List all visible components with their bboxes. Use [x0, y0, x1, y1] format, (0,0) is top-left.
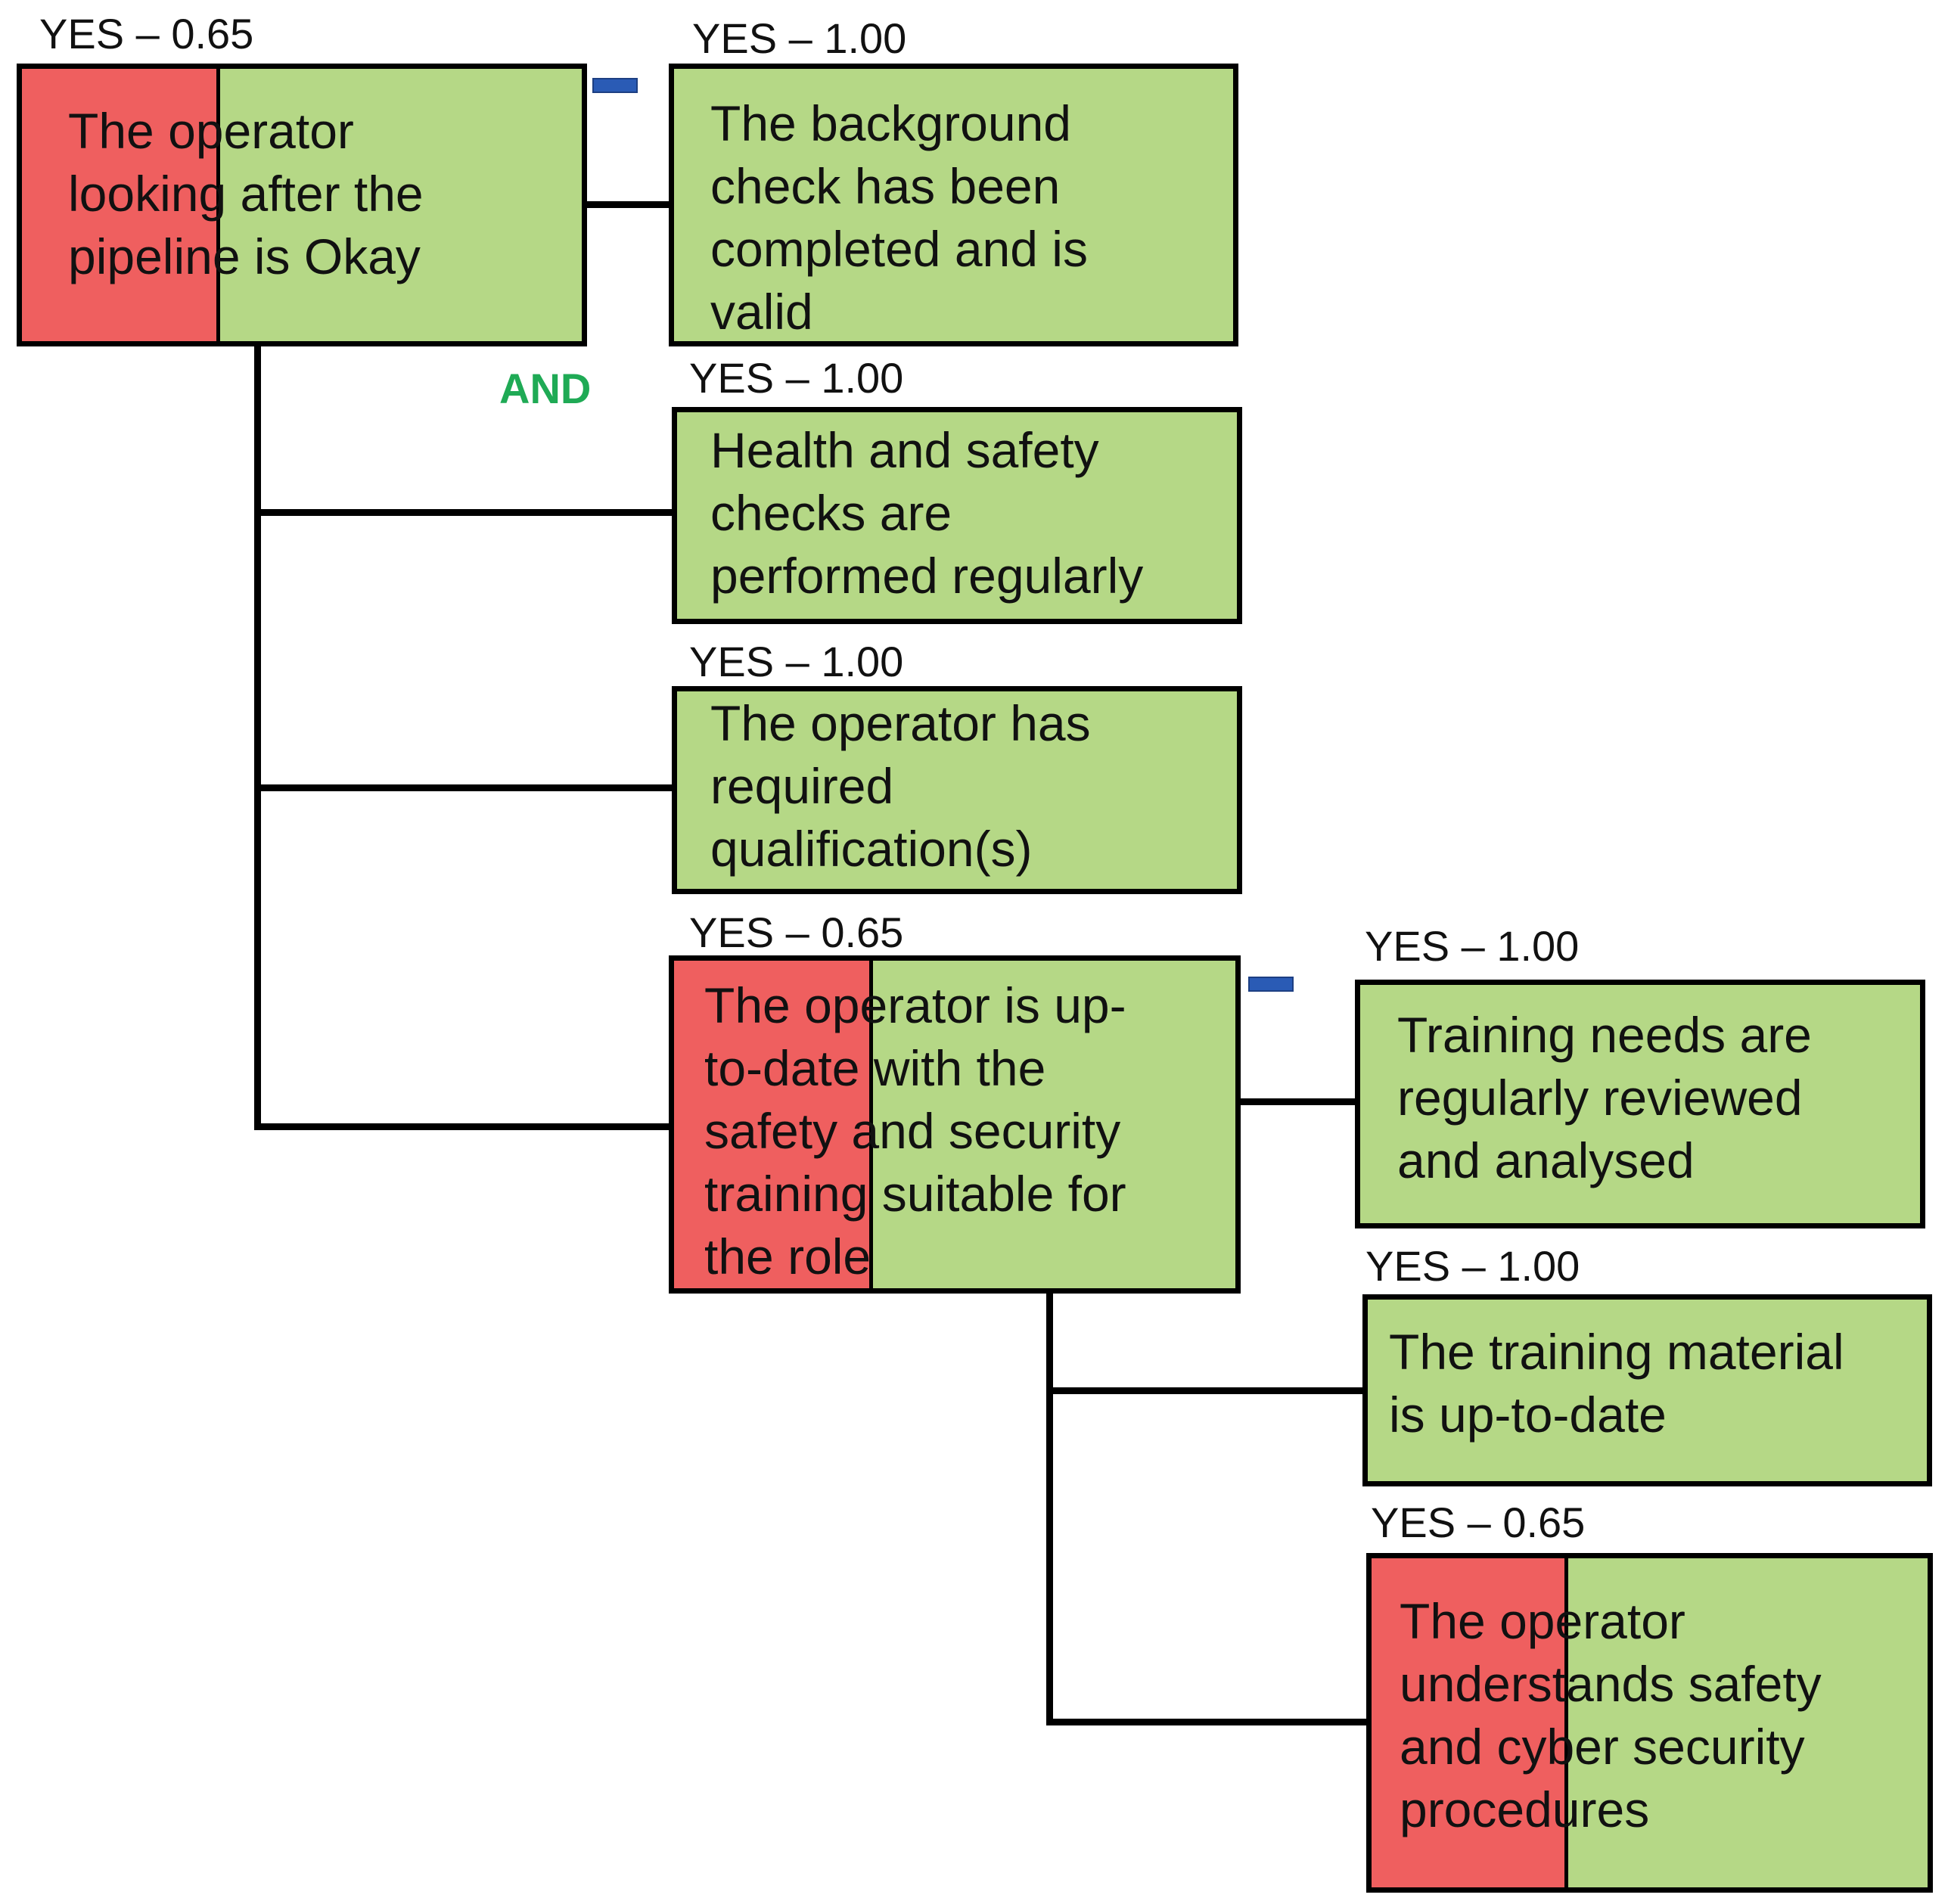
root-score-label: YES – 0.65: [39, 10, 254, 57]
goal-node-qualifications[interactable]: The operator has required qualification(…: [672, 686, 1242, 894]
goal-node-background-check[interactable]: The background check has been completed …: [669, 64, 1238, 346]
background-check-node-text: The background check has been completed …: [710, 95, 1088, 340]
collapse-training-button[interactable]: [1248, 977, 1294, 992]
satisfied-portion: [1360, 985, 1920, 1223]
confidence-divider: [1564, 1558, 1568, 1887]
unsatisfied-portion: [1372, 1558, 1566, 1887]
connector-to-qualifications: [254, 784, 675, 791]
unsatisfied-portion: [22, 69, 218, 341]
goal-node-root[interactable]: The operator looking after the pipeline …: [17, 64, 587, 346]
goal-node-health-safety[interactable]: Health and safety checks are performed r…: [672, 407, 1242, 624]
understands-procedures-node-text: The operator understands safety and cybe…: [1400, 1593, 1822, 1837]
connector-to-training-material: [1046, 1387, 1365, 1394]
connector-to-training-up-to-date: [254, 1123, 675, 1130]
health-safety-node-text: Health and safety checks are performed r…: [710, 422, 1144, 604]
goal-node-training-material[interactable]: The training material is up-to-date: [1362, 1294, 1932, 1486]
connector-root-to-background-check: [584, 201, 672, 208]
training-up-to-date-node-text: The operator is up- to-date with the saf…: [704, 977, 1126, 1284]
root-node-text: The operator looking after the pipeline …: [68, 103, 424, 284]
goal-node-training-up-to-date[interactable]: The operator is up- to-date with the saf…: [669, 955, 1241, 1294]
connector-to-health-safety: [254, 509, 675, 516]
satisfied-portion: [1566, 1558, 1928, 1887]
connector-root-trunk: [254, 345, 261, 1130]
unsatisfied-portion: [674, 961, 871, 1288]
qualifications-node-text: The operator has required qualification(…: [710, 695, 1091, 877]
goal-node-training-needs[interactable]: Training needs are regularly reviewed an…: [1355, 980, 1925, 1228]
satisfied-portion: [218, 69, 582, 341]
training-needs-node-text: Training needs are regularly reviewed an…: [1397, 1007, 1812, 1188]
understands-procedures-score-label: YES – 0.65: [1371, 1499, 1586, 1546]
confidence-divider: [869, 961, 873, 1288]
connector-to-understands-procedures: [1046, 1719, 1369, 1725]
background-check-score-label: YES – 1.00: [692, 14, 907, 62]
confidence-divider: [216, 69, 220, 341]
satisfied-portion: [1368, 1300, 1927, 1481]
qualifications-score-label: YES – 1.00: [689, 638, 904, 685]
connector-training-trunk: [1046, 1291, 1053, 1725]
collapse-root-button[interactable]: [592, 78, 638, 93]
training-up-to-date-score-label: YES – 0.65: [689, 909, 904, 956]
satisfied-portion: [677, 412, 1237, 619]
satisfied-portion: [674, 69, 1233, 341]
goal-node-understands-procedures[interactable]: The operator understands safety and cybe…: [1366, 1553, 1933, 1893]
satisfied-portion: [871, 961, 1235, 1288]
training-material-score-label: YES – 1.00: [1365, 1242, 1580, 1290]
satisfied-portion: [677, 691, 1237, 889]
connector-training-to-needs: [1238, 1098, 1359, 1105]
and-gate-label: AND: [499, 365, 592, 412]
training-material-node-text: The training material is up-to-date: [1389, 1324, 1844, 1443]
training-needs-score-label: YES – 1.00: [1365, 922, 1580, 970]
health-safety-score-label: YES – 1.00: [689, 354, 904, 402]
